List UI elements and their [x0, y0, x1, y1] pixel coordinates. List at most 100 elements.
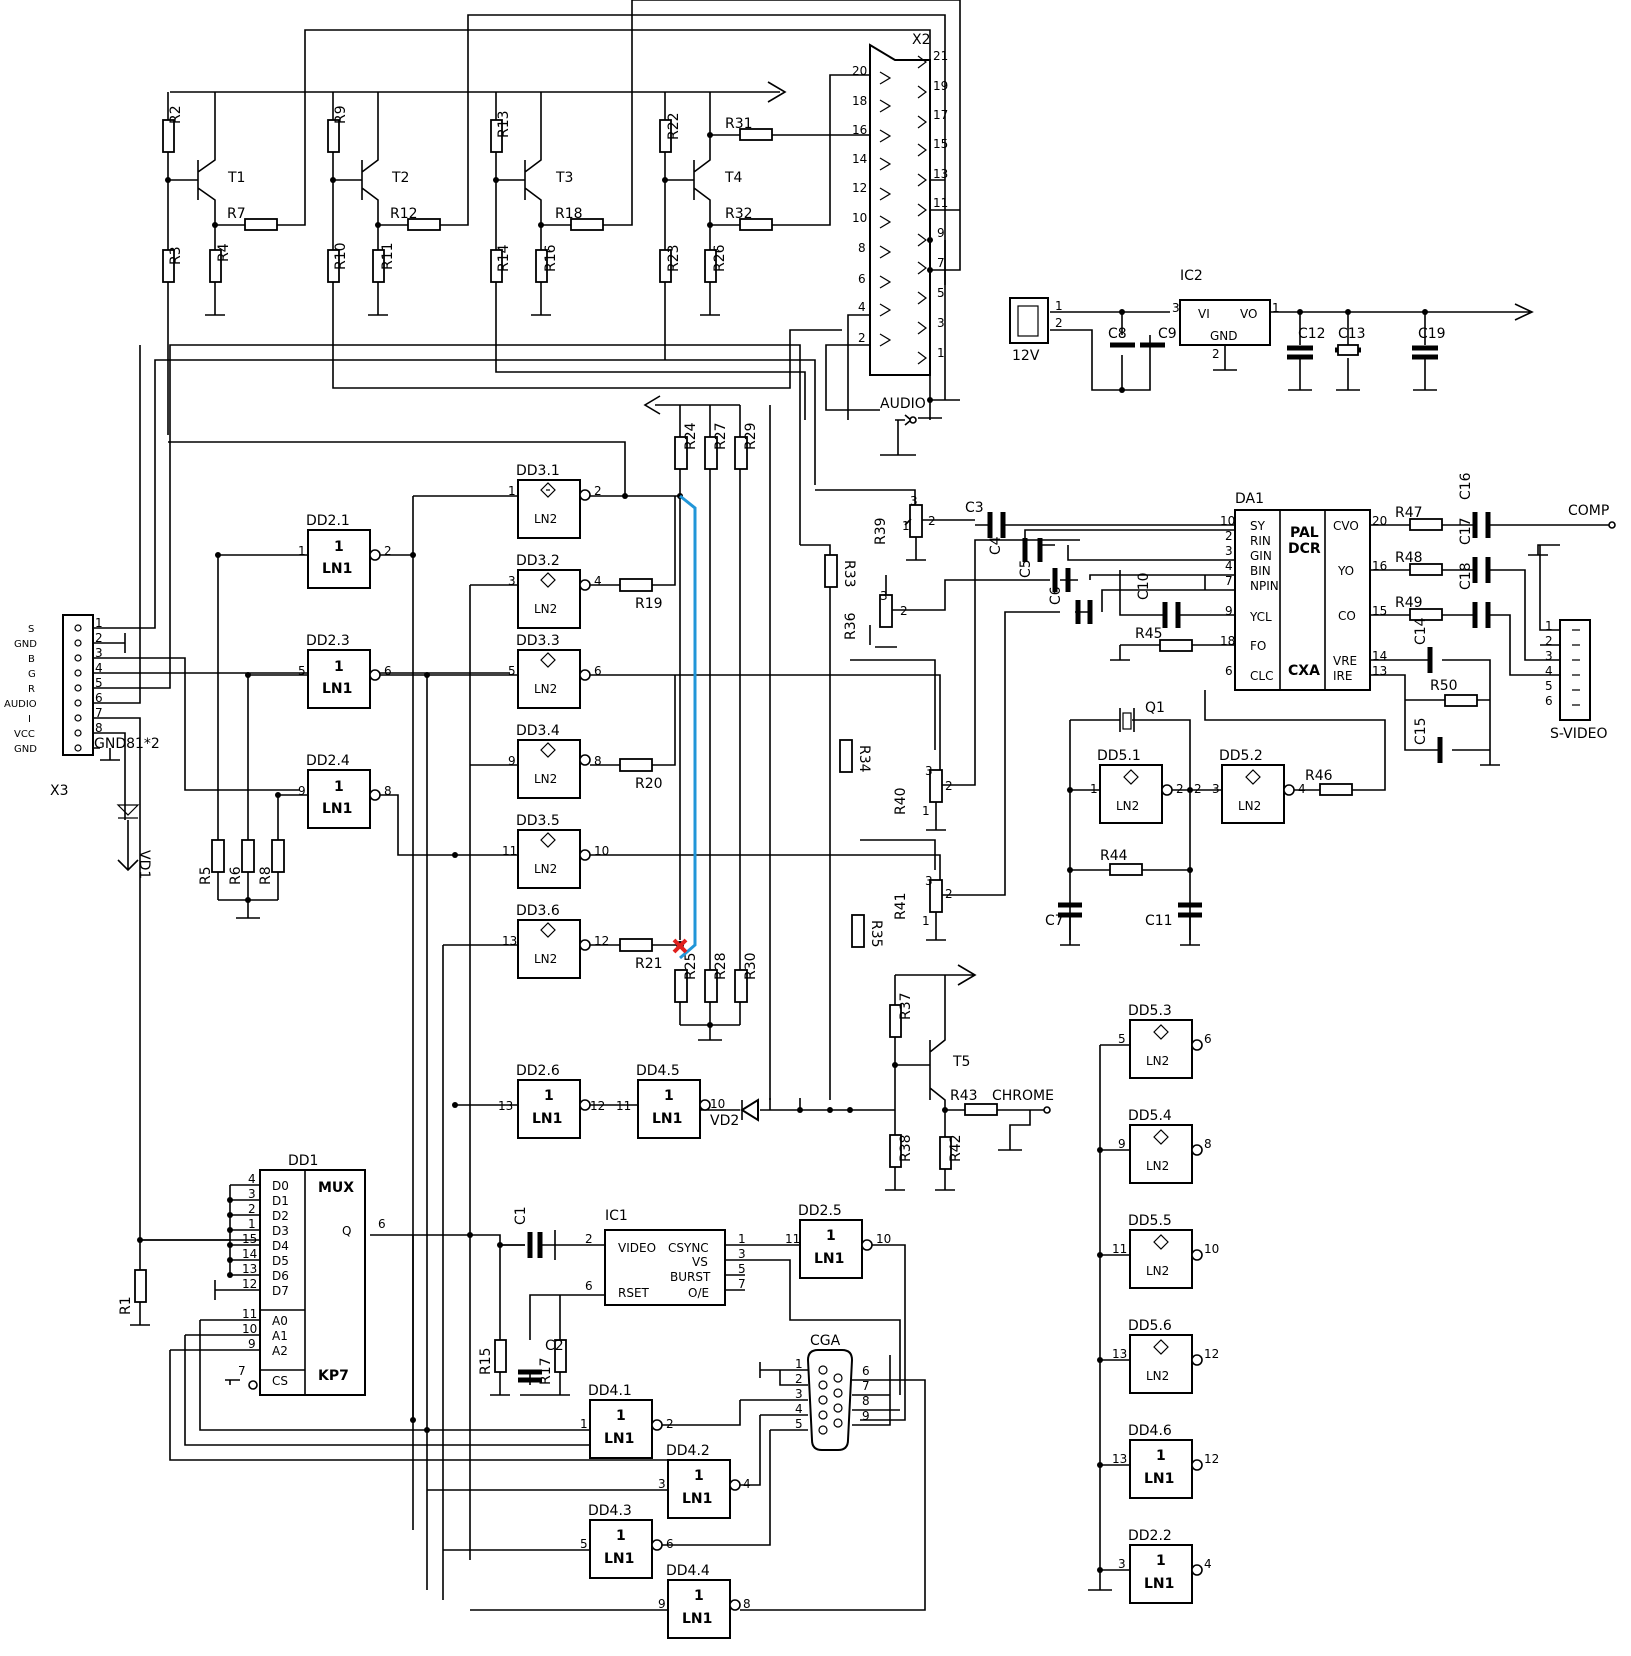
label-r32: R32 — [725, 206, 753, 222]
svg-text:11: 11 — [1112, 1242, 1127, 1256]
svg-text:12: 12 — [1204, 1347, 1219, 1361]
svg-text:1: 1 — [694, 1588, 704, 1604]
label-q1: Q1 — [1145, 700, 1165, 716]
chrome-stage: R37 R38 R42 R43 T5 CHROME VD2 1 LN1 DD2.… — [452, 964, 1054, 1191]
svg-text:4: 4 — [1204, 1557, 1212, 1571]
svg-text:CS: CS — [272, 1374, 288, 1388]
svg-text:16: 16 — [1372, 559, 1387, 573]
svg-text:CSYNC: CSYNC — [668, 1241, 709, 1255]
svg-text:LN1: LN1 — [322, 801, 352, 817]
level-pots: R33 R34 R35 R39 R36 R40 R41 321 32 321 3… — [769, 405, 1080, 1100]
svg-text:R38: R38 — [898, 1134, 914, 1162]
svg-text:1: 1 — [508, 484, 516, 498]
label-dd4-1: DD4.1 — [588, 1383, 632, 1399]
svg-text:R33: R33 — [841, 560, 857, 588]
svg-text:LN1: LN1 — [814, 1251, 844, 1267]
svg-text:R40: R40 — [893, 787, 909, 815]
svg-text:R42: R42 — [948, 1134, 964, 1162]
svg-text:13: 13 — [1112, 1347, 1127, 1361]
svg-text:LN1: LN1 — [1144, 1576, 1174, 1592]
cut-mark — [672, 938, 688, 954]
svg-text:LN2: LN2 — [1146, 1369, 1169, 1383]
svg-text:R45: R45 — [1135, 626, 1163, 642]
svg-text:R35: R35 — [868, 920, 884, 948]
svg-text:C7: C7 — [1045, 913, 1064, 929]
svg-text:R36: R36 — [843, 612, 859, 640]
svg-text:18: 18 — [1220, 634, 1235, 648]
svg-text:R29: R29 — [743, 422, 759, 450]
svg-text:D0: D0 — [272, 1179, 289, 1193]
svg-text:8: 8 — [384, 784, 392, 798]
svg-text:BIN: BIN — [1250, 564, 1271, 578]
svg-text:R34: R34 — [856, 745, 872, 773]
svg-text:11: 11 — [933, 196, 948, 210]
svg-text:R49: R49 — [1395, 595, 1423, 611]
svg-text:2: 2 — [1545, 634, 1553, 648]
svg-text:R48: R48 — [1395, 550, 1423, 566]
svg-text:14: 14 — [242, 1247, 257, 1261]
label-audio: AUDIO — [880, 396, 926, 412]
svg-text:Q: Q — [342, 1224, 351, 1238]
svg-text:2: 2 — [945, 887, 953, 901]
svg-text:5: 5 — [95, 676, 103, 690]
svg-text:9: 9 — [937, 226, 945, 240]
svg-text:D5: D5 — [272, 1254, 289, 1268]
svg-text:17: 17 — [933, 108, 948, 122]
svg-text:2: 2 — [1225, 529, 1233, 543]
label-dd3-3: DD3.3 — [516, 633, 560, 649]
svg-text:3: 3 — [1545, 649, 1553, 663]
svg-text:10: 10 — [710, 1097, 725, 1111]
label-ic1: IC1 — [605, 1208, 628, 1224]
svg-text:VS: VS — [692, 1255, 708, 1269]
svg-text:VRE: VRE — [1333, 654, 1357, 668]
x3-pin-i: I — [28, 714, 31, 725]
label-dd3-4: DD3.4 — [516, 723, 560, 739]
label-dd3-1: DD3.1 — [516, 463, 560, 479]
svg-text:19: 19 — [933, 79, 948, 93]
svg-text:12: 12 — [594, 934, 609, 948]
ic2-vi: VI — [1198, 307, 1210, 321]
svg-text:2: 2 — [95, 631, 103, 645]
svg-text:9: 9 — [1225, 604, 1233, 618]
label-da1: DA1 — [1235, 491, 1264, 507]
svg-text:11: 11 — [616, 1099, 631, 1113]
svg-text:8: 8 — [858, 241, 866, 255]
svg-text:R21: R21 — [635, 956, 663, 972]
svg-text:1: 1 — [616, 1408, 626, 1424]
x3-note: GND81*2 — [94, 736, 160, 752]
svg-text:LN1: LN1 — [604, 1431, 634, 1447]
x3-pin-s: S — [28, 624, 34, 635]
connector-svideo — [1559, 619, 1591, 721]
svg-text:C2: C2 — [545, 1338, 564, 1354]
svg-text:7: 7 — [738, 1277, 746, 1291]
svg-text:2: 2 — [900, 604, 908, 618]
svg-text:3: 3 — [508, 574, 516, 588]
svg-text:LN2: LN2 — [534, 602, 557, 616]
svg-text:C1: C1 — [513, 1206, 529, 1225]
svg-text:4: 4 — [1298, 782, 1306, 796]
svg-text:21: 21 — [933, 49, 948, 63]
label-r26: R26 — [712, 244, 728, 272]
svg-text:13: 13 — [242, 1262, 257, 1276]
svg-text:4: 4 — [1225, 559, 1233, 573]
svg-text:NPIN: NPIN — [1250, 579, 1279, 593]
svg-text:1: 1 — [826, 1228, 836, 1244]
label-t3: T3 — [555, 170, 573, 186]
svg-text:4: 4 — [248, 1172, 256, 1186]
svg-text:RSET: RSET — [618, 1286, 650, 1300]
svg-text:DD5.4: DD5.4 — [1128, 1108, 1172, 1124]
label-r13: R13 — [496, 110, 512, 138]
label-r12: R12 — [390, 206, 418, 222]
svg-text:R43: R43 — [950, 1088, 978, 1104]
svg-text:D6: D6 — [272, 1269, 289, 1283]
connector-cga — [806, 1349, 854, 1451]
svg-text:1: 1 — [334, 779, 344, 795]
svg-text:4: 4 — [795, 1402, 803, 1416]
svg-text:LN2: LN2 — [1146, 1159, 1169, 1173]
svg-text:1: 1 — [95, 616, 103, 630]
label-r18: R18 — [555, 206, 583, 222]
svg-text:1: 1 — [298, 544, 306, 558]
